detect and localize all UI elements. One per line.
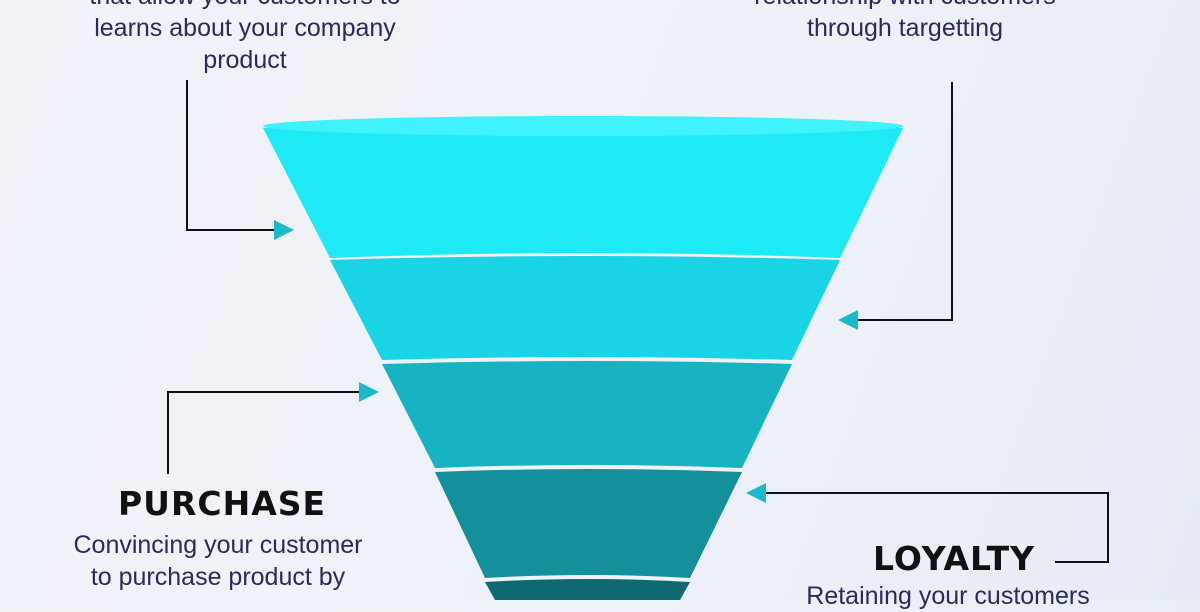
- engagement-description: relationship with customers through targ…: [705, 0, 1105, 44]
- text-line: relationship with customers: [705, 0, 1105, 12]
- funnel-layer-3: [382, 361, 792, 468]
- text-line: Retaining your customers: [806, 582, 1090, 610]
- funnel-layer-1: [263, 118, 903, 258]
- funnel-layer-2: [330, 256, 840, 360]
- connector-loyalty: [746, 483, 1109, 563]
- text-line: to purchase product by: [90, 563, 346, 591]
- loyalty-description: Retaining your customers: [748, 580, 1148, 612]
- text-line: product: [203, 46, 287, 74]
- connector-awareness: [186, 80, 294, 240]
- connector-purchase: [167, 382, 379, 474]
- connector-engagement: [838, 82, 953, 330]
- text-line: learns about your company: [94, 14, 396, 42]
- loyalty-title: LOYALTY: [873, 539, 1035, 578]
- purchase-title: PURCHASE: [118, 484, 327, 523]
- text-line: through targetting: [807, 14, 1003, 42]
- text-line: Convincing your customer: [73, 531, 363, 559]
- text-line: that allow your customers to: [45, 0, 445, 12]
- awareness-description: that allow your customers to learns abou…: [45, 0, 445, 76]
- funnel-top-rim: [263, 116, 903, 136]
- funnel-layer-5: [485, 579, 690, 600]
- funnel-layer-4: [435, 469, 742, 578]
- purchase-description: Convincing your customer to purchase pro…: [18, 529, 418, 593]
